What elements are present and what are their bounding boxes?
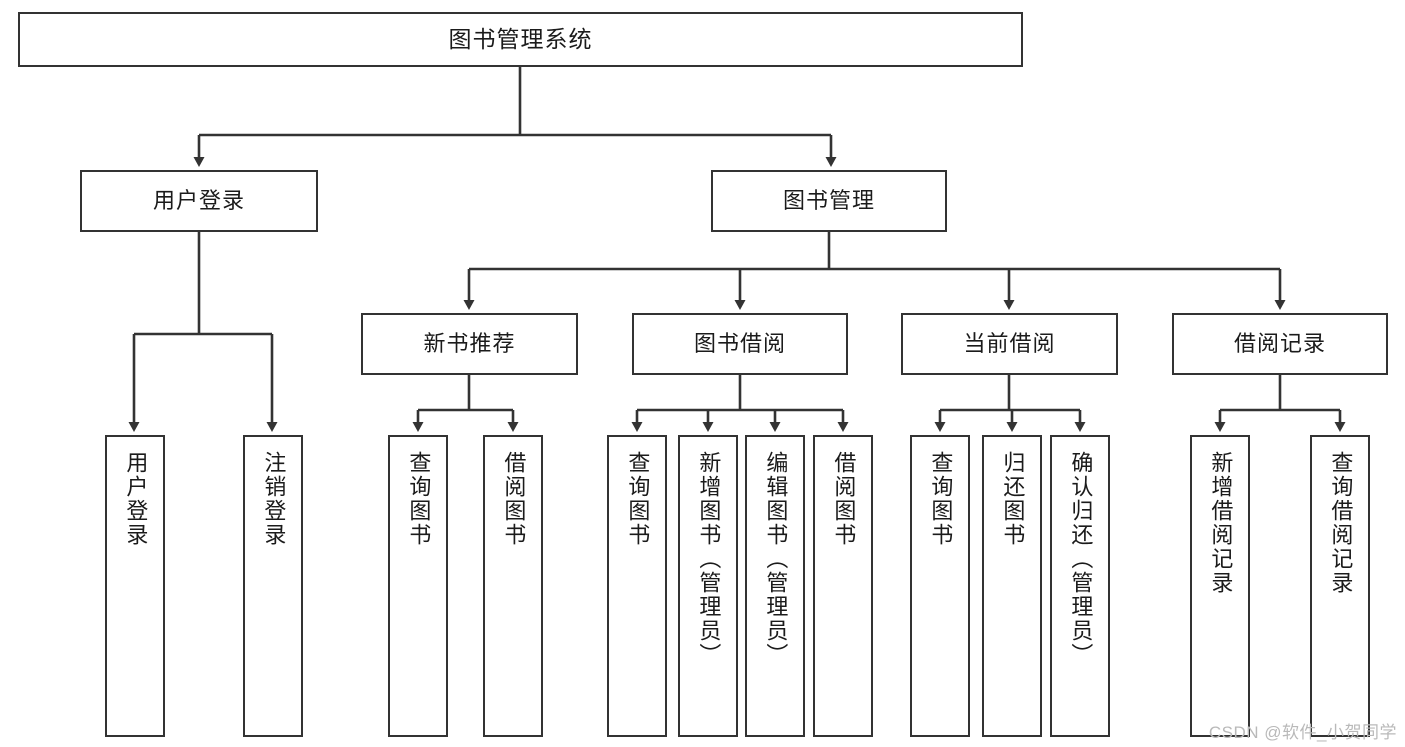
leaf-label: 注销登录 <box>261 451 287 547</box>
leaf-label: 新增图书（管理员） <box>696 451 722 667</box>
leaf-node[interactable]: 查询借阅记录 <box>1310 435 1370 737</box>
leaf-node[interactable]: 用户登录 <box>105 435 165 737</box>
node-level2-book-management[interactable]: 图书管理 <box>711 170 947 232</box>
leaf-label: 归还图书 <box>1000 451 1026 547</box>
leaf-label: 查询图书 <box>625 451 651 547</box>
node-level2-user-login[interactable]: 用户登录 <box>80 170 318 232</box>
node-root-label: 图书管理系统 <box>448 25 593 52</box>
leaf-node[interactable]: 借阅图书 <box>813 435 873 737</box>
leaf-label: 确认归还（管理员） <box>1068 451 1094 667</box>
node-level3-book-borrow[interactable]: 图书借阅 <box>632 313 848 375</box>
node-label: 新书推荐 <box>423 330 516 356</box>
node-label: 图书管理 <box>782 187 875 213</box>
leaf-node[interactable]: 新增图书（管理员） <box>678 435 738 737</box>
leaf-node[interactable]: 查询图书 <box>388 435 448 737</box>
node-label: 图书借阅 <box>693 330 786 356</box>
leaf-label: 编辑图书（管理员） <box>763 451 789 667</box>
leaf-label: 查询图书 <box>928 451 954 547</box>
leaf-node[interactable]: 确认归还（管理员） <box>1050 435 1110 737</box>
leaf-node[interactable]: 借阅图书 <box>483 435 543 737</box>
leaf-node[interactable]: 查询图书 <box>607 435 667 737</box>
node-level3-current-borrow[interactable]: 当前借阅 <box>901 313 1118 375</box>
leaf-label: 查询借阅记录 <box>1328 451 1354 595</box>
node-root[interactable]: 图书管理系统 <box>18 12 1023 67</box>
leaf-node[interactable]: 注销登录 <box>243 435 303 737</box>
node-level3-borrow-record[interactable]: 借阅记录 <box>1172 313 1388 375</box>
node-label: 当前借阅 <box>963 330 1056 356</box>
leaf-label: 借阅图书 <box>501 451 527 547</box>
leaf-label: 借阅图书 <box>831 451 857 547</box>
node-level3-new-book-recommend[interactable]: 新书推荐 <box>361 313 578 375</box>
leaf-node[interactable]: 查询图书 <box>910 435 970 737</box>
node-label: 借阅记录 <box>1233 330 1326 356</box>
leaf-node[interactable]: 归还图书 <box>982 435 1042 737</box>
leaf-label: 用户登录 <box>123 451 149 547</box>
csdn-watermark: CSDN @软件_小贺同学 <box>1208 723 1397 742</box>
leaf-node[interactable]: 新增借阅记录 <box>1190 435 1250 737</box>
leaf-label: 查询图书 <box>406 451 432 547</box>
leaf-label: 新增借阅记录 <box>1208 451 1234 595</box>
node-label: 用户登录 <box>152 187 245 213</box>
leaf-node[interactable]: 编辑图书（管理员） <box>745 435 805 737</box>
